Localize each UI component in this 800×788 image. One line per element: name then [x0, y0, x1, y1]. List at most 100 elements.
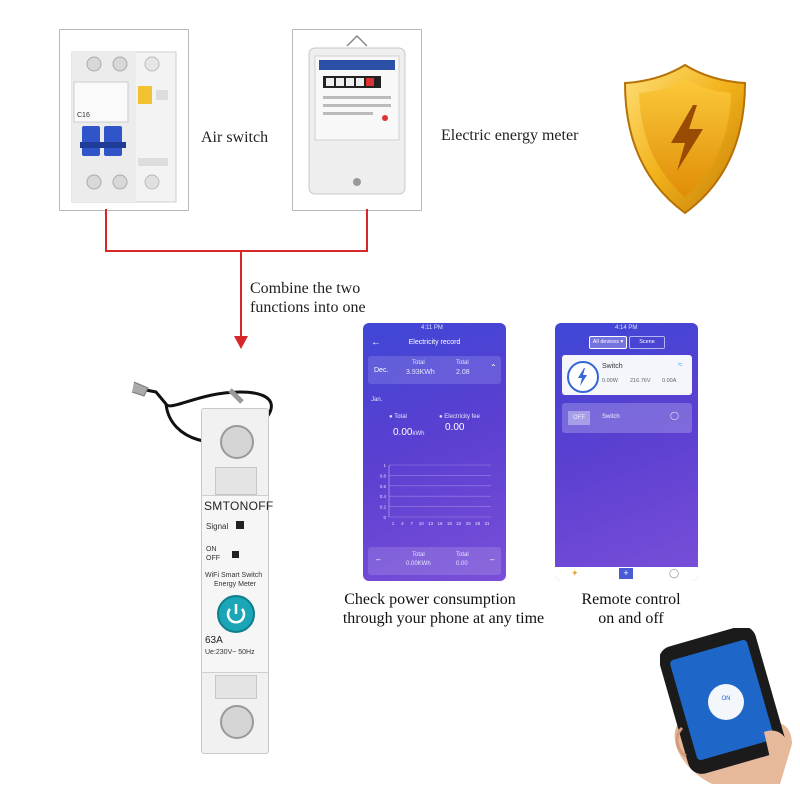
- nav-home-icon[interactable]: ✦: [571, 568, 579, 578]
- device-card-switch[interactable]: Switch 0.00W 216.76V 0.00A ≈: [562, 355, 692, 395]
- phone-electricity-record: 4:11 PM ← Electricity record Dec. Total …: [363, 323, 506, 581]
- chart-x-tick: 25: [466, 521, 472, 526]
- chart-y-tick: 0.8: [380, 473, 387, 478]
- device2-state-label: OFF: [573, 415, 585, 421]
- nav-add-icon[interactable]: +: [619, 568, 633, 579]
- month-summary-card[interactable]: Dec. Total 3.93KWh Total 2.08 ⌃: [368, 356, 501, 384]
- tab-all-devices-label: All devices: [592, 339, 619, 345]
- tab-scene-label: Scene: [639, 339, 655, 345]
- month-fee-value: 2.08: [456, 369, 470, 376]
- chart-y-tick: 0.4: [380, 494, 387, 499]
- hand-holding-phone-image: [660, 628, 792, 784]
- energy-meter-photo-frame: [292, 29, 422, 211]
- chart-y-tick: 0.6: [380, 484, 387, 489]
- device2-state: OFF: [568, 411, 590, 425]
- chart-x-tick: 31: [484, 521, 490, 526]
- chart-x-tick: 4: [401, 521, 404, 526]
- status-time: 4:11 PM: [421, 325, 443, 331]
- phone-device-list: 4:14 PM All devices ▾ Scene Switch 0.00W…: [555, 323, 698, 581]
- back-arrow-icon[interactable]: ←: [371, 337, 381, 348]
- lightning-icon: [578, 368, 587, 386]
- on-label: ON: [206, 546, 217, 553]
- remote-caption-line1: Remote control: [581, 591, 681, 608]
- chart-x-tick: 10: [419, 521, 425, 526]
- fee-label: ● Electricity fee: [439, 414, 480, 420]
- expand-chevron-icon[interactable]: ⌃: [490, 363, 497, 372]
- total-unit: kWh: [412, 431, 425, 437]
- footer-total-label: Total: [412, 552, 425, 558]
- signal-label: Signal: [206, 522, 229, 531]
- chart-x-tick: 7: [411, 521, 414, 526]
- footer-total-value: 0.00KWh: [406, 561, 431, 567]
- combine-caption-line2: functions into one: [250, 299, 366, 316]
- fee-big-value: 0.00: [445, 422, 465, 433]
- chart-x-tick: 13: [428, 521, 434, 526]
- month-label: Dec.: [374, 367, 389, 374]
- chart-y-tick: 0.2: [380, 505, 387, 510]
- fee-label-text: Electricity fee: [444, 414, 480, 420]
- footer-prev-icon[interactable]: –: [376, 555, 381, 564]
- top-terminal-screw: [220, 425, 254, 459]
- device1-voltage: 216.76V: [630, 378, 651, 384]
- device-title-line2: Energy Meter: [214, 581, 257, 588]
- bottom-terminal-slot: [215, 675, 257, 699]
- wifi-icon: ≈: [678, 360, 683, 369]
- connector-right-vertical: [366, 209, 368, 251]
- device2-name: Switch: [602, 414, 620, 420]
- lightning-shield-icon: [623, 63, 747, 215]
- total-big-number: 0.00: [393, 427, 413, 438]
- total-big-value: 0.00kWh: [393, 422, 424, 440]
- remote-caption-line2: on and off: [598, 610, 664, 627]
- total-label: ● Total: [389, 414, 407, 420]
- chart-y-tick: 1: [383, 463, 386, 468]
- bottom-nav: ✦ + ◯: [555, 567, 698, 581]
- screen-title: Electricity record: [408, 339, 461, 346]
- brand-label: SMTONOFF: [204, 499, 274, 513]
- month-fee-label: Total: [456, 360, 469, 366]
- device1-name: Switch: [602, 363, 623, 370]
- breaker-rating: C16: [77, 112, 90, 119]
- front-panel: [202, 495, 268, 673]
- bottom-terminal-screw: [220, 705, 254, 739]
- chart-x-tick: 1: [392, 521, 395, 526]
- month-total-label: Total: [412, 360, 425, 366]
- chart-y-tick: 0: [383, 515, 386, 520]
- consumption-caption-line2: through your phone at any time: [342, 610, 545, 627]
- nav-profile-icon[interactable]: ◯: [669, 568, 680, 578]
- hand-phone-on-button[interactable]: ON: [721, 696, 731, 702]
- timer-icon[interactable]: ◯: [670, 411, 679, 420]
- consumption-caption-line1: Check power consumption: [344, 591, 516, 608]
- state-indicator: [232, 551, 239, 558]
- rating-label: 63A: [205, 635, 223, 646]
- top-terminal-slot: [215, 467, 257, 495]
- arrow-down-icon: [234, 336, 248, 349]
- footer-next-icon[interactable]: –: [490, 555, 495, 564]
- energy-meter-image: [308, 34, 406, 195]
- tab-scene[interactable]: Scene: [629, 336, 665, 349]
- device-icon: [567, 361, 599, 393]
- off-label: OFF: [206, 555, 220, 562]
- connector-horizontal: [105, 250, 368, 252]
- voltage-label: Ue:230V~ 50Hz: [205, 649, 255, 656]
- signal-indicator: [236, 521, 244, 529]
- power-button[interactable]: [217, 595, 255, 633]
- air-switch-image: [71, 51, 177, 203]
- connector-down: [240, 251, 242, 341]
- footer-summary-card[interactable]: – Total 0.00KWh Total 0.00 –: [368, 547, 501, 575]
- device1-current: 0.00A: [662, 378, 677, 384]
- air-switch-caption: Air switch: [201, 129, 269, 146]
- power-icon: [226, 604, 246, 624]
- total-label-text: Total: [394, 414, 407, 420]
- chart-x-tick: 19: [447, 521, 453, 526]
- tab-all-devices[interactable]: All devices ▾: [589, 336, 627, 349]
- combine-caption-line1: Combine the two: [250, 280, 361, 297]
- energy-meter-caption: Electric energy meter: [441, 127, 579, 144]
- month-total-value: 3.93KWh: [406, 369, 435, 376]
- device-card-switch-offline[interactable]: OFF Switch ◯: [562, 403, 692, 433]
- footer-fee-value: 0.00: [456, 561, 468, 567]
- air-switch-photo-frame: C16: [59, 29, 189, 211]
- footer-fee-label: Total: [456, 552, 469, 558]
- connector-left-vertical: [105, 209, 107, 251]
- status-time: 4:14 PM: [615, 325, 638, 331]
